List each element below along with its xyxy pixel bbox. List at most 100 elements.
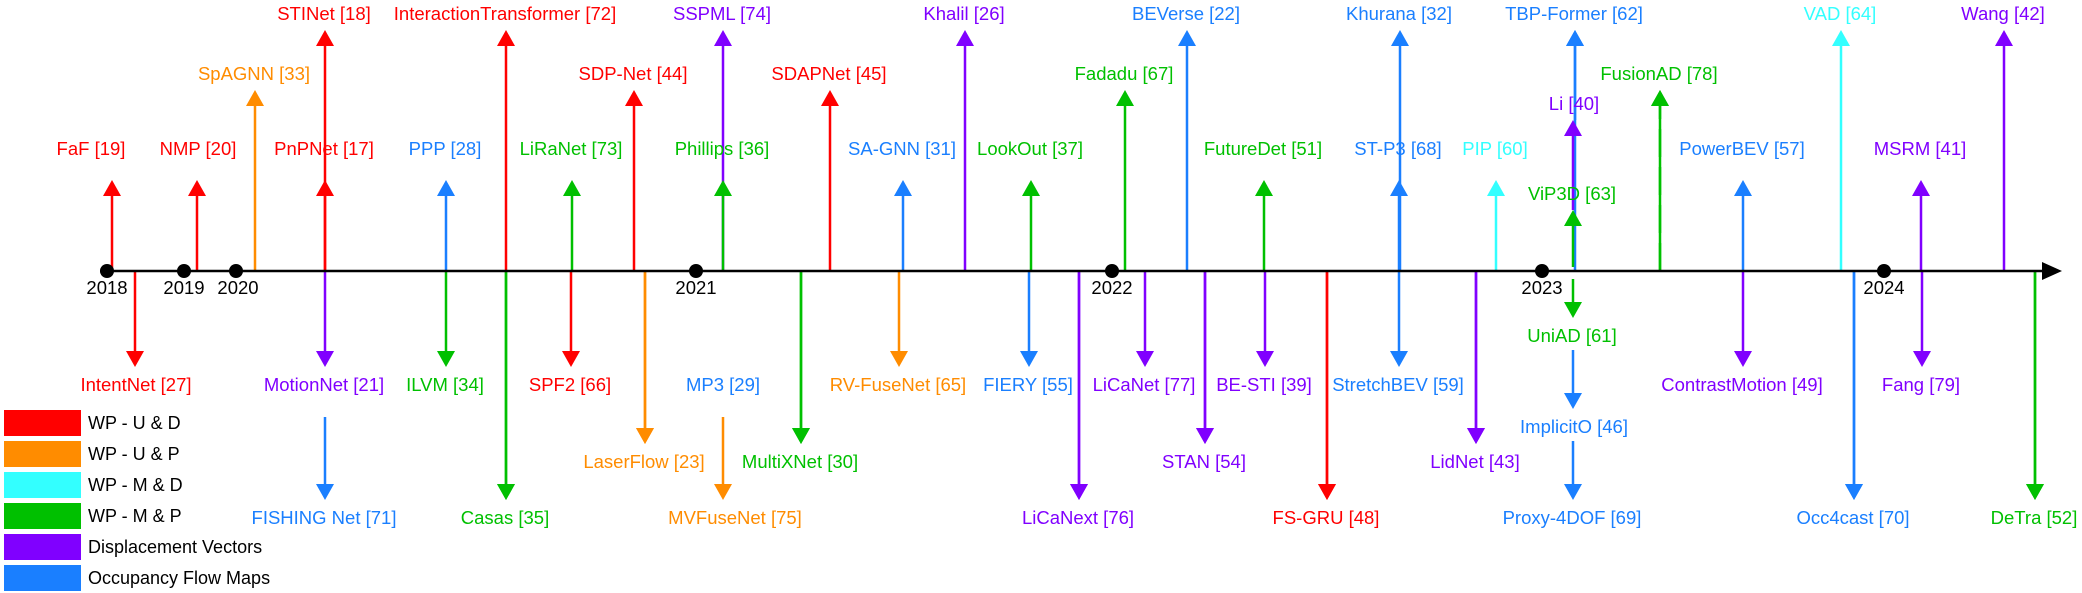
method-label: SDP-Net [44] — [579, 63, 688, 84]
legend-swatch — [4, 503, 81, 529]
legend-label: WP - M & D — [88, 475, 183, 495]
method-arrow — [126, 271, 144, 367]
legend-swatch — [4, 441, 81, 467]
method-label: Occ4cast [70] — [1796, 507, 1909, 528]
method-label: FaF [19] — [57, 138, 126, 159]
method-arrow — [1467, 271, 1485, 444]
year-marker: 2023 — [1521, 264, 1563, 298]
method-arrow — [246, 90, 264, 271]
method-label: IntentNet [27] — [80, 374, 191, 395]
method-arrow — [1318, 271, 1336, 500]
legend-label: WP - U & D — [88, 413, 181, 433]
method-arrow — [1256, 271, 1274, 367]
method-arrow — [1196, 271, 1214, 444]
method-labels: FaF [19]NMP [20]SpAGNN [33]STINet [18]Pn… — [57, 3, 2078, 528]
year-marker: 2020 — [217, 264, 259, 298]
legend-label: Displacement Vectors — [88, 537, 262, 557]
method-label: MotionNet [21] — [264, 374, 384, 395]
arrow-stems — [103, 30, 2044, 500]
method-label: LiRaNet [73] — [520, 138, 623, 159]
method-arrow — [103, 180, 121, 271]
method-arrow — [1566, 30, 1584, 120]
legend: WP - U & DWP - U & PWP - M & DWP - M & P… — [4, 410, 270, 591]
year-marker: 2018 — [86, 264, 128, 298]
method-label: FS-GRU [48] — [1273, 507, 1380, 528]
year-label: 2024 — [1863, 277, 1904, 298]
method-arrow — [437, 180, 455, 271]
method-label: NMP [20] — [160, 138, 237, 159]
method-label: TBP-Former [62] — [1505, 3, 1643, 24]
year-marker: 2022 — [1091, 264, 1133, 298]
legend-swatch — [4, 410, 81, 436]
legend-item: WP - M & D — [4, 472, 183, 498]
method-label: SA-GNN [31] — [848, 138, 956, 159]
legend-label: WP - U & P — [88, 444, 180, 464]
method-arrow — [1022, 180, 1040, 271]
method-arrow — [894, 180, 912, 271]
method-label: ST-P3 [68] — [1354, 138, 1441, 159]
method-label: MSRM [41] — [1874, 138, 1967, 159]
method-arrow — [2026, 271, 2044, 500]
year-label: 2020 — [217, 277, 258, 298]
method-arrow — [636, 271, 654, 444]
method-label: LaserFlow [23] — [583, 451, 704, 472]
method-arrow — [562, 271, 580, 367]
method-label: SSPML [74] — [673, 3, 771, 24]
method-arrow — [1020, 271, 1038, 367]
method-label: LiCaNext [76] — [1022, 507, 1134, 528]
method-label: ViP3D [63] — [1528, 183, 1616, 204]
legend-label: Occupancy Flow Maps — [88, 568, 270, 588]
method-label: Fang [79] — [1882, 374, 1960, 395]
method-label: SpAGNN [33] — [198, 63, 310, 84]
legend-swatch — [4, 534, 81, 560]
method-arrow — [1913, 271, 1931, 367]
legend-item: Displacement Vectors — [4, 534, 262, 560]
method-label: MP3 [29] — [686, 374, 760, 395]
method-label: VAD [64] — [1804, 3, 1877, 24]
method-arrow — [1564, 350, 1582, 409]
year-marker: 2021 — [675, 264, 717, 298]
method-arrow — [1734, 271, 1752, 367]
method-label: Phillips [36] — [675, 138, 770, 159]
method-label: RV-FuseNet [65] — [830, 374, 966, 395]
method-arrow — [1390, 271, 1408, 367]
method-arrow — [1178, 30, 1196, 271]
method-label: ImplicitO [46] — [1520, 416, 1628, 437]
method-label: LiCaNet [77] — [1093, 374, 1196, 395]
method-arrow — [1255, 180, 1273, 271]
method-label: Khalil [26] — [923, 3, 1004, 24]
year-marker: 2019 — [163, 264, 205, 298]
method-arrow — [316, 271, 334, 367]
method-label: Proxy-4DOF [69] — [1503, 507, 1642, 528]
method-arrow — [1912, 180, 1930, 271]
method-label: FISHING Net [71] — [252, 507, 397, 528]
method-label: FusionAD [78] — [1600, 63, 1717, 84]
method-arrow — [714, 180, 732, 271]
method-label: STAN [54] — [1162, 451, 1246, 472]
method-label: Fadadu [67] — [1075, 63, 1174, 84]
method-arrow — [1116, 90, 1134, 271]
method-label: PIP [60] — [1462, 138, 1527, 159]
method-arrow — [890, 271, 908, 367]
method-label: MultiXNet [30] — [742, 451, 858, 472]
method-arrow — [1734, 180, 1752, 271]
method-arrow — [821, 90, 839, 271]
method-label: DeTra [52] — [1991, 507, 2078, 528]
method-arrow — [956, 30, 974, 271]
method-label: Casas [35] — [461, 507, 549, 528]
method-arrow — [1070, 271, 1088, 500]
method-label: SPF2 [66] — [529, 374, 611, 395]
method-arrow — [563, 180, 581, 271]
method-label: BE-STI [39] — [1216, 374, 1312, 395]
method-label: StretchBEV [59] — [1332, 374, 1464, 395]
method-label: PowerBEV [57] — [1679, 138, 1804, 159]
method-label: Khurana [32] — [1346, 3, 1452, 24]
method-arrow — [437, 271, 455, 367]
method-label: Wang [42] — [1961, 3, 2045, 24]
method-arrow — [792, 271, 810, 444]
year-label: 2023 — [1521, 277, 1562, 298]
method-label: PnPNet [17] — [274, 138, 374, 159]
method-label: FutureDet [51] — [1204, 138, 1322, 159]
legend-item: WP - U & D — [4, 410, 181, 436]
